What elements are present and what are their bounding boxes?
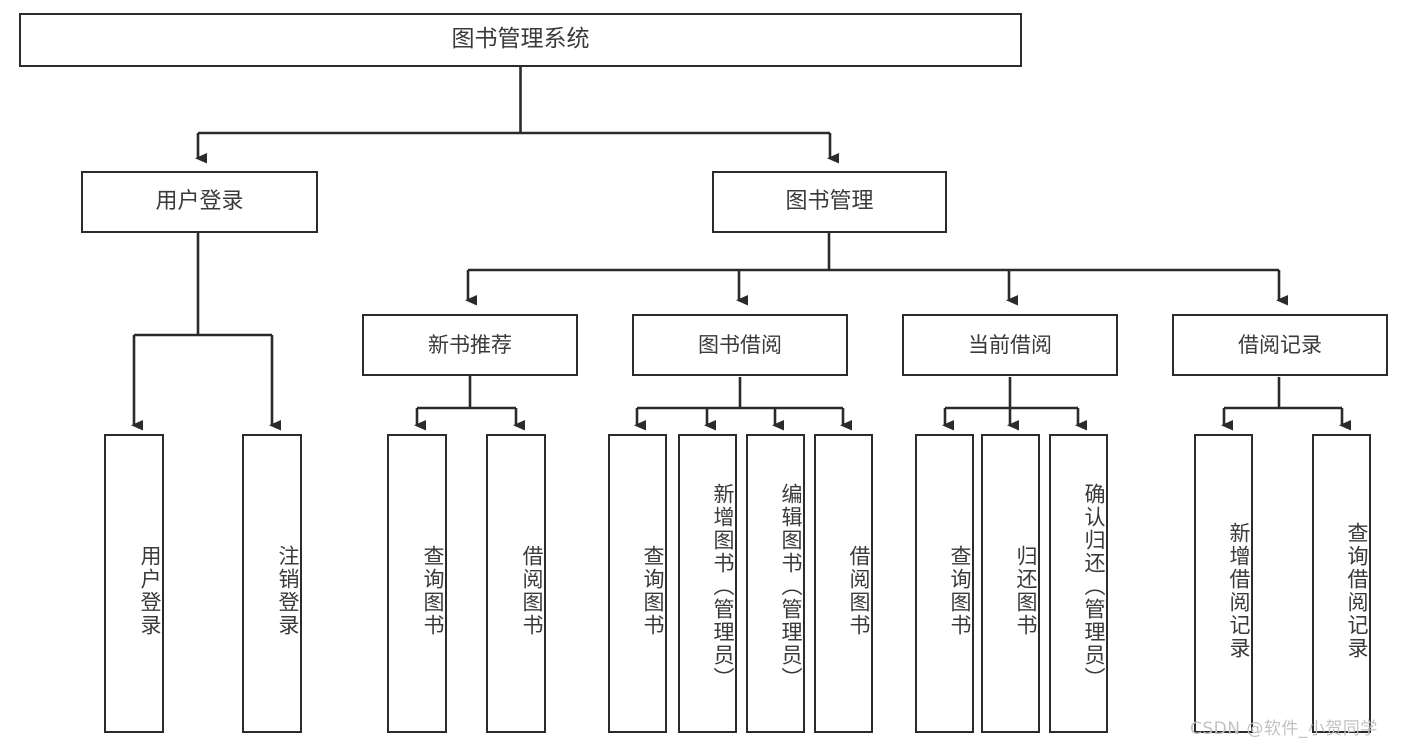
node-label: 借阅图书 [847, 544, 871, 637]
node-label: 编辑图书（管理员） [779, 483, 803, 690]
node-book-borrow[interactable]: 图书借阅 [632, 314, 848, 376]
leaf-book-borrow-edit-admin[interactable]: 编辑图书（管理员） [746, 434, 805, 733]
node-label: 图书管理系统 [451, 26, 590, 53]
leaf-book-borrow-add-admin[interactable]: 新增图书（管理员） [678, 434, 737, 733]
node-label: 图书管理 [785, 189, 874, 215]
node-label: 新增借阅记录 [1227, 521, 1251, 660]
leaf-current-borrow-query[interactable]: 查询图书 [915, 434, 974, 733]
node-label: 注销登录 [276, 544, 300, 637]
node-label: 用户登录 [155, 189, 244, 215]
node-label: 当前借阅 [968, 332, 1052, 357]
node-label: 新增图书（管理员） [711, 483, 735, 690]
node-label: 归还图书 [1014, 544, 1038, 637]
leaf-book-borrow-borrow[interactable]: 借阅图书 [814, 434, 873, 733]
leaf-borrow-record-query[interactable]: 查询借阅记录 [1312, 434, 1371, 733]
leaf-new-book-borrow[interactable]: 借阅图书 [486, 434, 546, 733]
leaf-user-login-logout[interactable]: 注销登录 [242, 434, 302, 733]
node-label: 借阅图书 [520, 544, 544, 637]
node-label: 用户登录 [138, 544, 162, 637]
node-borrow-record[interactable]: 借阅记录 [1172, 314, 1388, 376]
node-label: 查询图书 [641, 544, 665, 637]
leaf-book-borrow-query[interactable]: 查询图书 [608, 434, 667, 733]
node-label: 查询图书 [421, 544, 445, 637]
leaf-new-book-query[interactable]: 查询图书 [387, 434, 447, 733]
node-new-book-recommend[interactable]: 新书推荐 [362, 314, 578, 376]
node-book-management[interactable]: 图书管理 [712, 171, 947, 233]
leaf-borrow-record-add[interactable]: 新增借阅记录 [1194, 434, 1253, 733]
leaf-current-borrow-confirm-admin[interactable]: 确认归还（管理员） [1049, 434, 1108, 733]
node-root-system[interactable]: 图书管理系统 [19, 13, 1022, 67]
node-label: 确认归还（管理员） [1082, 483, 1106, 690]
node-label: 新书推荐 [428, 332, 512, 357]
node-user-login[interactable]: 用户登录 [81, 171, 318, 233]
node-label: 查询借阅记录 [1345, 521, 1369, 660]
node-label: 图书借阅 [698, 332, 782, 357]
leaf-current-borrow-return[interactable]: 归还图书 [981, 434, 1040, 733]
leaf-user-login-login[interactable]: 用户登录 [104, 434, 164, 733]
node-label: 查询图书 [948, 544, 972, 637]
node-label: 借阅记录 [1238, 332, 1322, 357]
csdn-watermark: CSDN @软件_小贺同学 [1190, 719, 1378, 739]
node-current-borrow[interactable]: 当前借阅 [902, 314, 1118, 376]
